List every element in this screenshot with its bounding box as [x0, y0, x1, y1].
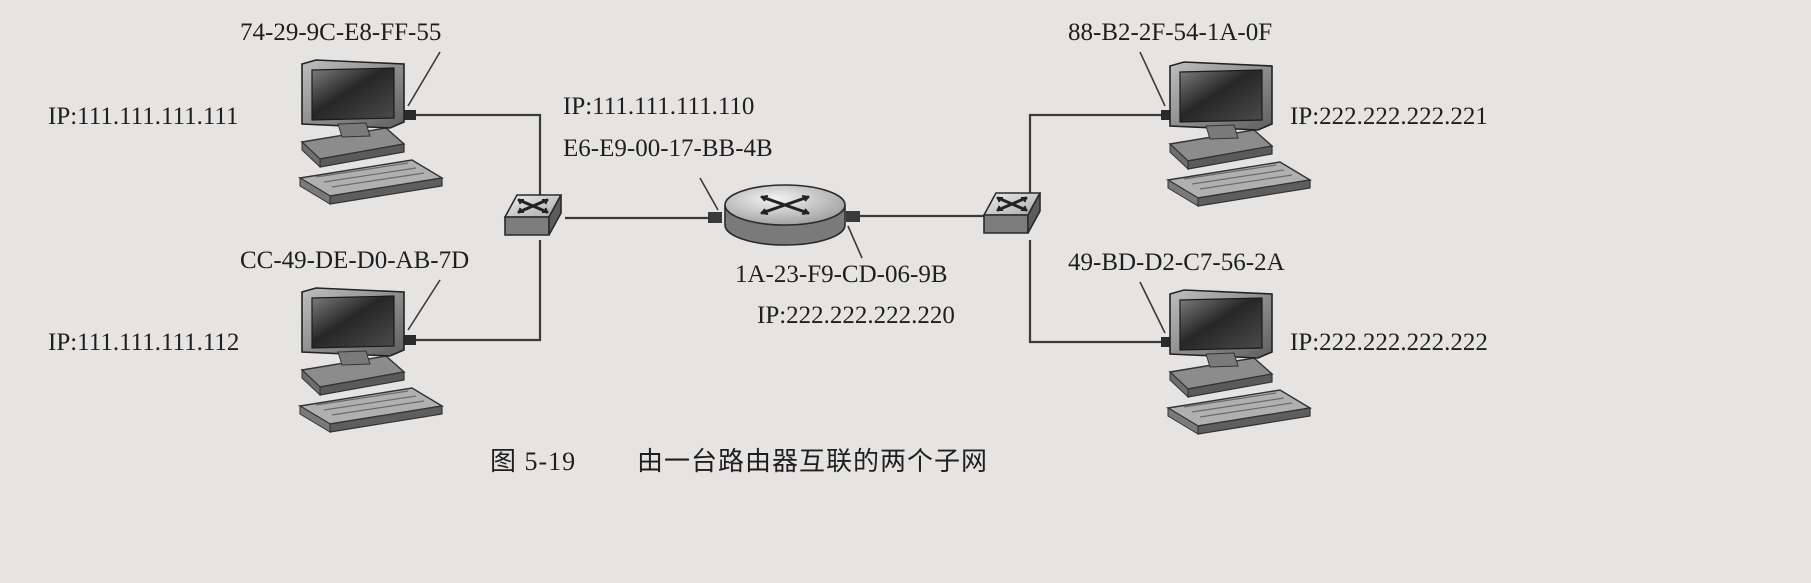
left-top-pc-link — [412, 113, 542, 198]
left-top-pc-ip: IP:111.111.111.111 — [48, 103, 239, 130]
connector-icon — [400, 335, 416, 345]
computer-icon — [1167, 61, 1311, 207]
right-top-pc-mac: 88-B2-2F-54-1A-0F — [1068, 19, 1272, 46]
figure-caption: 由一台路由器互联的两个子网 — [637, 447, 988, 476]
connector-icon — [400, 110, 416, 120]
left-bottom-pc-link — [412, 240, 542, 342]
computer-icon — [1167, 289, 1311, 435]
router-icon — [724, 184, 846, 246]
connector-icon — [846, 211, 860, 222]
figure-number: 图 5-19 — [490, 447, 576, 476]
left-bottom-pc-mac: CC-49-DE-D0-AB-7D — [240, 247, 469, 274]
router-right-ip: IP:222.222.222.220 — [757, 302, 955, 329]
leader-line — [1139, 51, 1166, 107]
router-right-mac: 1A-23-F9-CD-06-9B — [735, 261, 948, 288]
left-top-pc-mac: 74-29-9C-E8-FF-55 — [240, 19, 441, 46]
right-bottom-pc-link — [1028, 240, 1165, 344]
computer-icon — [299, 59, 443, 205]
leader-line — [1139, 281, 1166, 334]
leader-line — [407, 51, 441, 107]
leader-line — [699, 177, 719, 211]
connector-icon — [1161, 110, 1177, 120]
connector-icon — [1161, 337, 1177, 347]
router-left-mac: E6-E9-00-17-BB-4B — [563, 135, 773, 162]
leader-line — [847, 225, 863, 259]
right-top-pc-ip: IP:222.222.222.221 — [1290, 103, 1488, 130]
connector-icon — [708, 212, 722, 223]
switch-icon — [503, 193, 563, 237]
leader-line — [407, 279, 441, 331]
switch-icon — [982, 191, 1042, 235]
left-bottom-pc-ip: IP:111.111.111.112 — [48, 329, 239, 356]
right-top-pc-link — [1028, 113, 1165, 198]
right-bottom-pc-mac: 49-BD-D2-C7-56-2A — [1068, 249, 1285, 276]
right-bottom-pc-ip: IP:222.222.222.222 — [1290, 329, 1488, 356]
router-left-ip: IP:111.111.111.110 — [563, 93, 754, 120]
